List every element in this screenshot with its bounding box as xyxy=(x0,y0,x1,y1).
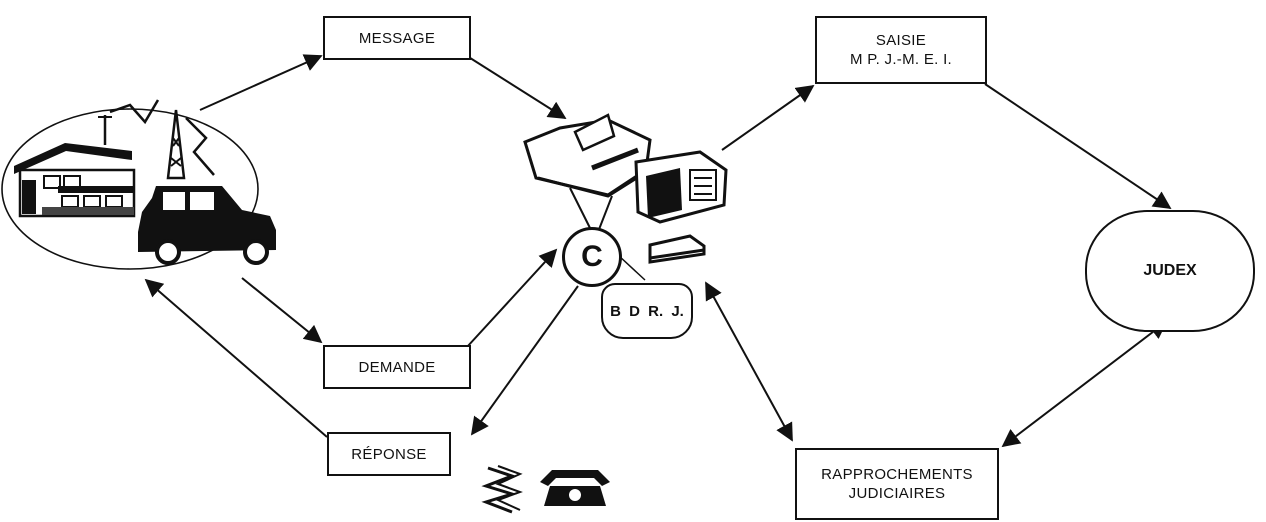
judex-label: JUDEX xyxy=(1143,262,1196,280)
c-label: C xyxy=(581,240,603,274)
saisie-label-line2: M P. J.-M. E. I. xyxy=(850,50,952,69)
saisie-label-line1: SAISIE xyxy=(876,31,926,50)
arrow-reponse-to-scene xyxy=(146,280,327,437)
printout-icon xyxy=(486,466,520,512)
rapprochements-label-line2: JUDICIAIRES xyxy=(849,484,946,503)
telephone-icon xyxy=(540,470,610,506)
arrow-terminal-rapprochements xyxy=(706,283,792,440)
rapprochements-box: RAPPROCHEMENTS JUDICIAIRES xyxy=(795,448,999,520)
teleprinter-icon xyxy=(525,115,650,232)
computer-centre-c-node: C xyxy=(562,227,622,287)
bdrj-label: B D R. J. xyxy=(610,303,684,320)
building-icon xyxy=(14,143,134,216)
reponse-label: RÉPONSE xyxy=(351,445,426,464)
monitor-icon xyxy=(636,152,726,222)
arrow-scene-to-demande xyxy=(242,278,321,342)
arrow-terminal-to-saisie xyxy=(722,86,813,150)
judex-node: JUDEX xyxy=(1085,210,1255,332)
arrow-scene-to-message xyxy=(200,56,321,110)
rapprochements-label-line1: RAPPROCHEMENTS xyxy=(821,465,973,484)
police-car-icon xyxy=(138,186,276,263)
arrow-saisie-to-judex xyxy=(985,84,1170,208)
demande-box: DEMANDE xyxy=(323,345,471,389)
saisie-box: SAISIE M P. J.-M. E. I. xyxy=(815,16,987,84)
radio-antenna-icon xyxy=(98,100,214,178)
arrow-judex-rapprochements xyxy=(1003,322,1166,446)
reponse-box: RÉPONSE xyxy=(327,432,451,476)
keyboard-icon xyxy=(650,236,704,262)
arrow-demande-to-c xyxy=(467,250,556,347)
message-box: MESSAGE xyxy=(323,16,471,60)
arrow-message-to-terminal xyxy=(467,56,565,118)
message-label: MESSAGE xyxy=(359,29,435,48)
computer-terminal-illustration xyxy=(525,115,726,280)
police-station-scene-illustration xyxy=(2,100,276,269)
arrow-terminal-to-reponse xyxy=(472,286,578,434)
demande-label: DEMANDE xyxy=(358,358,435,377)
bdrj-database-node: B D R. J. xyxy=(601,283,693,339)
